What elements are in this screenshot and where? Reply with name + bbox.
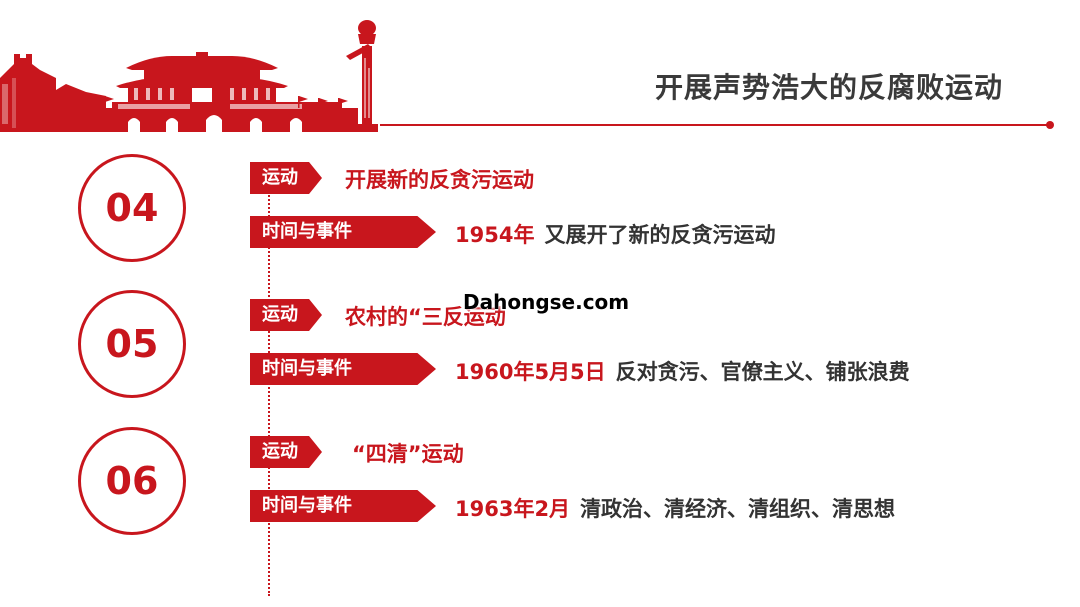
step-number-circle: 05 (78, 290, 186, 398)
movement-title: 开展新的反贪污运动 (345, 168, 534, 192)
movement-title: “四清”运动 (352, 442, 464, 466)
event-description: 清政治、清经济、清组织、清思想 (580, 497, 896, 521)
movement-tag: 运动 (250, 162, 322, 194)
time-event-tag: 时间与事件 (250, 216, 436, 248)
event-date: 1963年2月 (455, 497, 571, 521)
title-underline-dot (1046, 121, 1054, 129)
watermark: Dahongse.com (463, 290, 630, 314)
timeline-line (268, 176, 270, 596)
event-date: 1954年 (455, 223, 535, 247)
event-row: 1960年5月5日反对贪污、官僚主义、铺张浪费 (455, 356, 910, 386)
movement-title: 农村的“三反运动 (345, 305, 506, 329)
page-title: 开展声势浩大的反腐败运动 (655, 71, 1004, 104)
step-number-circle: 06 (78, 427, 186, 535)
event-description: 又展开了新的反贪污运动 (544, 223, 776, 247)
movement-tag: 运动 (250, 299, 322, 331)
time-event-tag: 时间与事件 (250, 353, 436, 385)
time-event-tag: 时间与事件 (250, 490, 436, 522)
event-row: 1954年又展开了新的反贪污运动 (455, 219, 775, 249)
tiananmen-great-wall-illustration (0, 20, 378, 132)
title-underline (380, 124, 1048, 126)
event-description: 反对贪污、官僚主义、铺张浪费 (615, 360, 910, 384)
movement-tag: 运动 (250, 436, 322, 468)
event-date: 1960年5月5日 (455, 360, 606, 384)
event-row: 1963年2月清政治、清经济、清组织、清思想 (455, 493, 895, 523)
step-number-circle: 04 (78, 154, 186, 262)
